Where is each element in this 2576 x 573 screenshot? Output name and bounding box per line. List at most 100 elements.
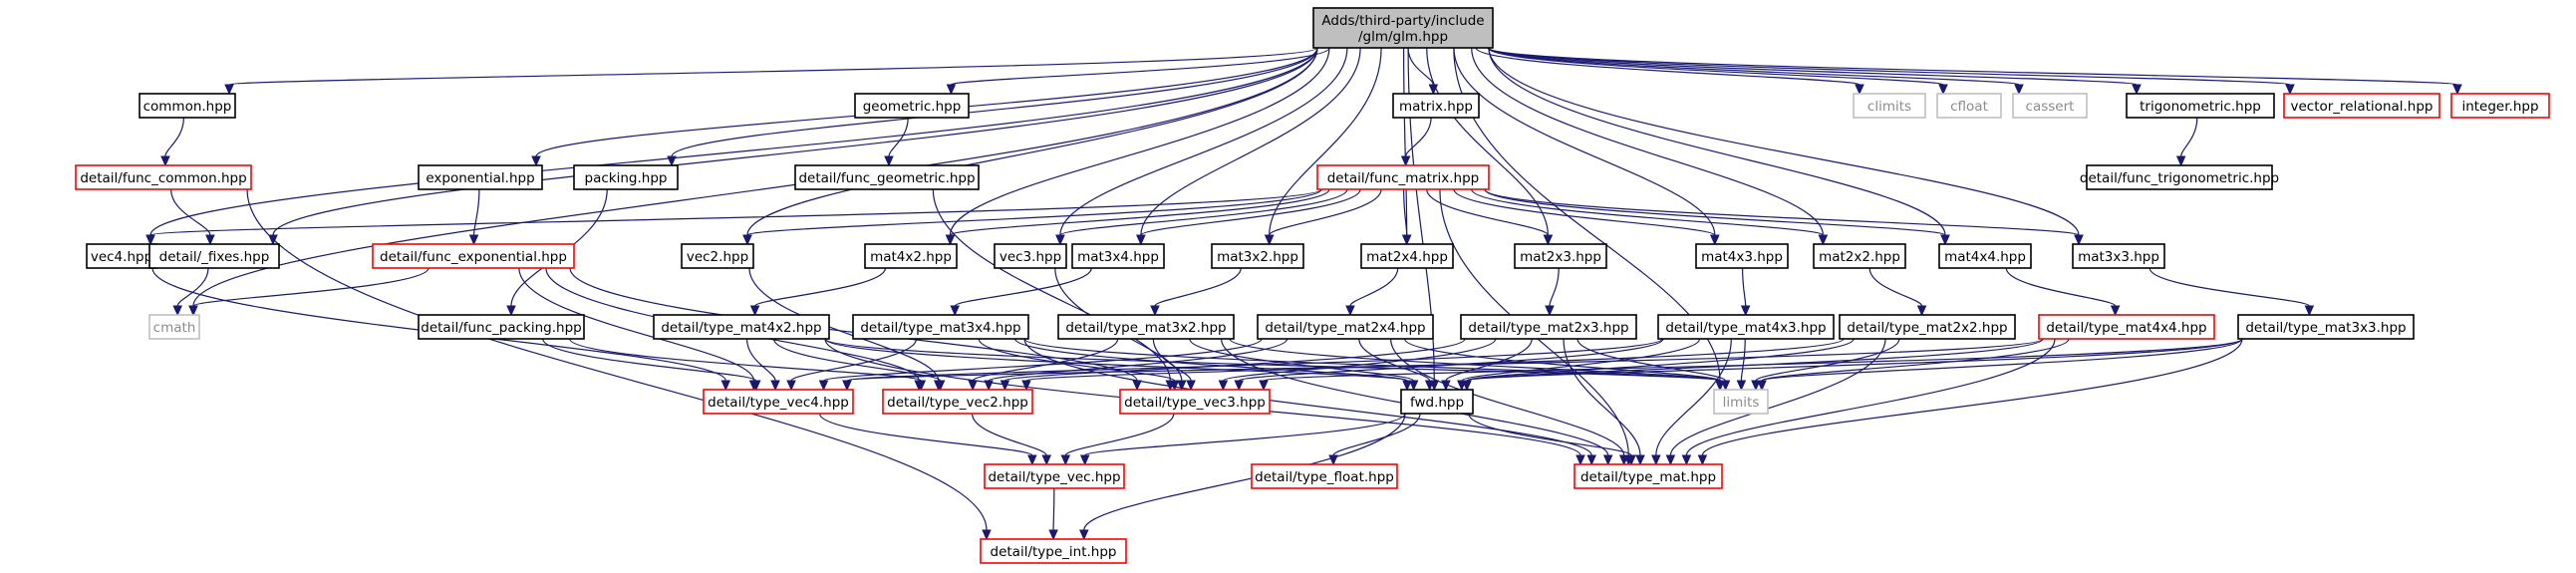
- node-box: [1400, 389, 1474, 415]
- edge-tvec2-to-tvec: [971, 413, 1052, 466]
- node-box: [1936, 93, 2002, 119]
- node-cfloat[interactable]: cfloat: [1936, 93, 2002, 119]
- node-label: mat2x2.hpp: [1819, 249, 1900, 265]
- node-vrel[interactable]: vector_relational.hpp: [2283, 93, 2440, 119]
- node-box: [2283, 93, 2440, 119]
- node-fwd[interactable]: fwd.hpp: [1400, 389, 1474, 415]
- edge-tm2x3-to-tvec3: [1218, 338, 1497, 392]
- node-box: [864, 243, 958, 269]
- edge-tm2x4-to-fwd: [1358, 338, 1435, 392]
- edge-root-to-vrel: [1488, 47, 2295, 96]
- edge-tm4x3-to-limits: [1736, 338, 1747, 392]
- node-mat4x4[interactable]: mat4x4.hpp: [1938, 243, 2032, 269]
- node-limits[interactable]: limits: [1713, 389, 1769, 415]
- node-mat2x4[interactable]: mat2x4.hpp: [1360, 243, 1454, 269]
- node-mat4x2[interactable]: mat4x2.hpp: [864, 243, 958, 269]
- node-label: mat2x4.hpp: [1366, 249, 1448, 265]
- node-exponential[interactable]: exponential.hpp: [418, 164, 543, 190]
- node-tfloat[interactable]: detail/type_float.hpp: [1251, 463, 1398, 489]
- edge-root-to-mat2x3: [1426, 47, 1554, 246]
- node-mat2x3[interactable]: mat2x3.hpp: [1514, 243, 1607, 269]
- node-label: detail/type_vec.hpp: [988, 469, 1120, 485]
- node-cassert[interactable]: cassert: [2012, 93, 2088, 119]
- node-tm2x4[interactable]: detail/type_mat2x4.hpp: [1257, 314, 1434, 340]
- node-trig[interactable]: trigonometric.hpp: [2126, 93, 2275, 119]
- node-tm2x3[interactable]: detail/type_mat2x3.hpp: [1460, 314, 1637, 340]
- node-mat4x3[interactable]: mat4x3.hpp: [1695, 243, 1789, 269]
- node-vec4[interactable]: vec4.hpp: [86, 243, 157, 269]
- node-tvec3[interactable]: detail/type_vec3.hpp: [1119, 389, 1271, 415]
- node-label: detail/type_float.hpp: [1255, 469, 1394, 485]
- node-tm4x3[interactable]: detail/type_mat4x3.hpp: [1657, 314, 1835, 340]
- edge-fmatrix-to-mat3x3: [1484, 188, 2084, 246]
- node-tm3x2[interactable]: detail/type_mat3x2.hpp: [1057, 314, 1235, 340]
- node-box: [1839, 314, 2016, 340]
- node-label: packing.hpp: [585, 170, 668, 186]
- node-climits[interactable]: climits: [1853, 93, 1926, 119]
- node-label: exponential.hpp: [426, 170, 534, 186]
- node-label: common.hpp: [143, 99, 232, 115]
- node-mat3x4[interactable]: mat3x4.hpp: [1071, 243, 1165, 269]
- node-box: [1813, 243, 1906, 269]
- node-fpacking[interactable]: detail/func_packing.hpp: [418, 314, 585, 340]
- node-box: [75, 164, 252, 190]
- node-box: [2072, 243, 2165, 269]
- node-fexp[interactable]: detail/func_exponential.hpp: [372, 243, 575, 269]
- node-root[interactable]: Adds/third-party/include/glm/glm.hpp: [1312, 7, 1494, 49]
- node-label: matrix.hpp: [1399, 99, 1473, 115]
- node-tm4x4[interactable]: detail/type_mat4x4.hpp: [2038, 314, 2215, 340]
- node-box: [653, 314, 830, 340]
- edge-fexp-to-cmath: [188, 267, 429, 317]
- node-box: [372, 243, 575, 269]
- edge-fcommon-to-fixes: [170, 188, 215, 246]
- node-label: fwd.hpp: [1410, 395, 1464, 411]
- node-tvec2[interactable]: detail/type_vec2.hpp: [882, 389, 1033, 415]
- node-box: [2038, 314, 2215, 340]
- node-mat2x2[interactable]: mat2x2.hpp: [1813, 243, 1906, 269]
- node-label: vector_relational.hpp: [2290, 99, 2433, 115]
- edge-mat4x3-to-tm4x3: [1740, 267, 1751, 317]
- node-vec2[interactable]: vec2.hpp: [681, 243, 754, 269]
- node-box: [418, 164, 543, 190]
- node-label: Adds/third-party/include: [1321, 13, 1484, 29]
- node-tvec4[interactable]: detail/type_vec4.hpp: [703, 389, 854, 415]
- edge-tm4x4-to-tmat: [1681, 338, 2056, 466]
- edge-tm3x3-to-tvec3: [1259, 338, 2243, 392]
- node-vec3[interactable]: vec3.hpp: [994, 243, 1067, 269]
- node-fmatrix[interactable]: detail/func_matrix.hpp: [1316, 164, 1490, 190]
- node-tm3x3[interactable]: detail/type_mat3x3.hpp: [2237, 314, 2415, 340]
- edge-tm3x3-to-limits: [1757, 338, 2243, 392]
- node-tm4x2[interactable]: detail/type_mat4x2.hpp: [653, 314, 830, 340]
- node-fcommon[interactable]: detail/func_common.hpp: [75, 164, 252, 190]
- node-label: vec3.hpp: [1000, 249, 1061, 265]
- node-tm2x2[interactable]: detail/type_mat2x2.hpp: [1839, 314, 2016, 340]
- node-label: cmath: [153, 320, 196, 336]
- node-tvec[interactable]: detail/type_vec.hpp: [984, 463, 1125, 489]
- node-geometric[interactable]: geometric.hpp: [854, 93, 970, 119]
- node-integer[interactable]: integer.hpp: [2450, 93, 2550, 119]
- node-label: detail/type_mat4x4.hpp: [2046, 320, 2206, 336]
- node-fgeom[interactable]: detail/func_geometric.hpp: [794, 164, 980, 190]
- node-matrix[interactable]: matrix.hpp: [1392, 93, 1480, 119]
- node-mat3x2[interactable]: mat3x2.hpp: [1211, 243, 1304, 269]
- node-box: [1938, 243, 2032, 269]
- node-box: [1695, 243, 1789, 269]
- edge-tm3x4-to-fwd: [1014, 338, 1412, 392]
- node-cmath[interactable]: cmath: [148, 314, 200, 340]
- node-fixes[interactable]: detail/_fixes.hpp: [148, 243, 280, 269]
- node-tint[interactable]: detail/type_int.hpp: [980, 538, 1127, 564]
- node-ftrig[interactable]: detail/func_trigonometric.hpp: [2080, 164, 2279, 190]
- node-tmat[interactable]: detail/type_mat.hpp: [1574, 463, 1723, 489]
- node-tm3x4[interactable]: detail/type_mat3x4.hpp: [852, 314, 1029, 340]
- node-box: [1257, 314, 1434, 340]
- edge-trig-to-ftrig: [2175, 117, 2198, 167]
- node-packing[interactable]: packing.hpp: [573, 164, 679, 190]
- node-mat3x3[interactable]: mat3x3.hpp: [2072, 243, 2165, 269]
- node-common[interactable]: common.hpp: [139, 93, 236, 119]
- edge-tvec4-to-tvec: [818, 413, 1037, 466]
- edge-fmatrix-to-mat3x4: [1136, 188, 1361, 246]
- node-box: [1316, 164, 1490, 190]
- edge-fwd-to-tmat: [1468, 413, 1636, 466]
- node-label: climits: [1867, 99, 1911, 115]
